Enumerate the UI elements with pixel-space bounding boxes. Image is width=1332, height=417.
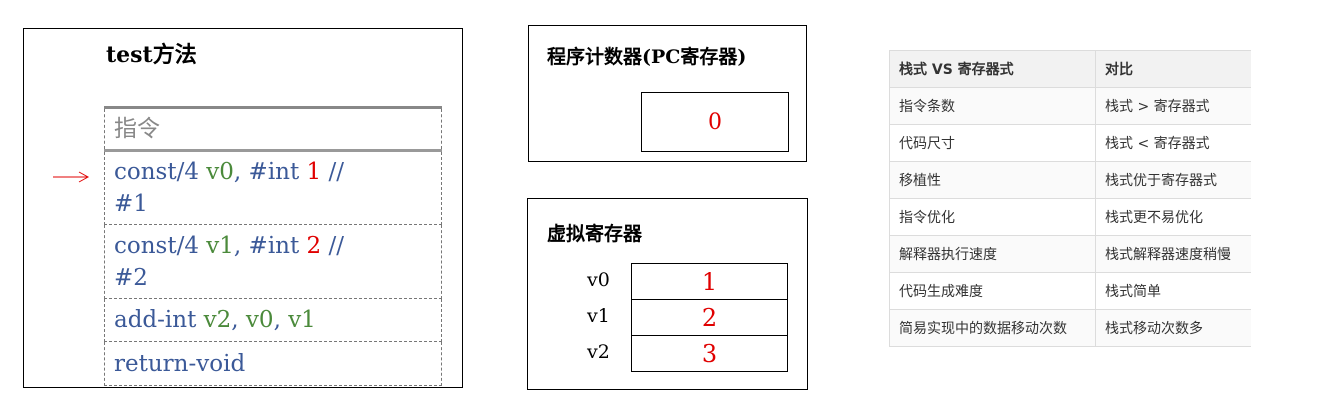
pc-value-box: 0 xyxy=(641,92,789,152)
instruction-cell: const/4 v1, #int 2 // #2 xyxy=(104,224,442,299)
instruction-row: const/4 v0, #int 1 // #1 xyxy=(104,150,442,225)
comparison-aspect: 代码生成难度 xyxy=(889,272,1096,310)
comparison-aspect: 指令条数 xyxy=(889,87,1096,125)
comparison-header: 对比 xyxy=(1095,50,1251,88)
virtual-registers-title: 虚拟寄存器 xyxy=(547,223,643,245)
comparison-header: 栈式 VS 寄存器式 xyxy=(889,50,1096,88)
comparison-aspect: 指令优化 xyxy=(889,198,1096,236)
register-name: v1 xyxy=(587,305,610,327)
comparison-result: 栈式简单 xyxy=(1095,272,1251,310)
opcode: add-int xyxy=(114,307,204,333)
instruction-header-row: 指令 xyxy=(104,106,442,152)
comparison-result: 栈式 > 寄存器式 xyxy=(1095,87,1251,125)
method-title: test方法 xyxy=(106,42,197,68)
register-name: v0 xyxy=(587,269,610,291)
instruction-cell: const/4 v0, #int 1 // #1 xyxy=(104,150,442,225)
register-ref: v2 xyxy=(203,307,232,333)
register-name: v2 xyxy=(587,341,610,363)
literal-number: 1 xyxy=(306,159,322,185)
comment-text: #2 xyxy=(114,264,148,291)
comment-text: #1 xyxy=(114,191,148,217)
comment-marker: // xyxy=(321,159,344,185)
opcode: return-void xyxy=(114,350,246,377)
program-counter-panel: 程序计数器(PC寄存器) 0 xyxy=(528,25,807,162)
stack-vs-register-comparison-table: 栈式 VS 寄存器式 对比 指令条数 栈式 > 寄存器式 代码尺寸 栈式 < 寄… xyxy=(889,50,1251,347)
register-value: 3 xyxy=(631,335,788,372)
comparison-result: 栈式解释器速度稍慢 xyxy=(1095,235,1251,273)
comparison-result: 栈式优于寄存器式 xyxy=(1095,161,1251,199)
virtual-registers-panel: 虚拟寄存器 v0 1 v1 2 v2 3 xyxy=(527,198,808,390)
register-ref: v1 xyxy=(288,307,316,333)
separator: , xyxy=(273,307,289,333)
comparison-row: 解释器执行速度 栈式解释器速度稍慢 xyxy=(889,235,1251,273)
instruction-cell: return-void xyxy=(104,341,442,386)
instruction-table: 指令 const/4 v0, #int 1 //#1 const/4 v1, #… xyxy=(104,106,442,386)
separator: , #int xyxy=(233,159,307,185)
pc-arrow-icon xyxy=(53,171,90,183)
opcode: const/4 xyxy=(114,232,207,259)
pc-value: 0 xyxy=(708,109,722,135)
register-ref: v1 xyxy=(206,232,234,259)
separator: , #int xyxy=(233,232,307,259)
register-value: 1 xyxy=(631,263,788,300)
pc-title: 程序计数器(PC寄存器) xyxy=(547,46,747,68)
comparison-aspect: 代码尺寸 xyxy=(889,124,1096,162)
comparison-header-row: 栈式 VS 寄存器式 对比 xyxy=(889,50,1251,88)
comparison-aspect: 简易实现中的数据移动次数 xyxy=(889,309,1096,347)
comparison-aspect: 移植性 xyxy=(889,161,1096,199)
instruction-row: const/4 v1, #int 2 // #2 xyxy=(104,224,442,299)
separator: , xyxy=(231,307,246,333)
literal-number: 2 xyxy=(306,232,322,259)
register-value: 2 xyxy=(631,299,788,336)
opcode: const/4 xyxy=(114,159,207,185)
comparison-result: 栈式更不易优化 xyxy=(1095,198,1251,236)
comparison-result: 栈式移动次数多 xyxy=(1095,309,1251,347)
comparison-row: 移植性 栈式优于寄存器式 xyxy=(889,161,1251,199)
instruction-row: return-void xyxy=(104,341,442,386)
comparison-result: 栈式 < 寄存器式 xyxy=(1095,124,1251,162)
comparison-row: 代码尺寸 栈式 < 寄存器式 xyxy=(889,124,1251,162)
comment-marker: // xyxy=(321,232,344,259)
test-method-panel: test方法 指令 const/4 v0, #int 1 //#1 const/… xyxy=(23,28,463,388)
comparison-row: 指令条数 栈式 > 寄存器式 xyxy=(889,87,1251,125)
instruction-row: add-int v2, v0, v1 xyxy=(104,298,442,342)
comparison-row: 指令优化 栈式更不易优化 xyxy=(889,198,1251,236)
instruction-header: 指令 xyxy=(104,106,442,152)
register-ref: v0 xyxy=(206,159,234,185)
comparison-row: 简易实现中的数据移动次数 栈式移动次数多 xyxy=(889,309,1251,347)
register-ref: v0 xyxy=(245,307,274,333)
comparison-row: 代码生成难度 栈式简单 xyxy=(889,272,1251,310)
instruction-cell: add-int v2, v0, v1 xyxy=(104,298,442,342)
comparison-aspect: 解释器执行速度 xyxy=(889,235,1096,273)
